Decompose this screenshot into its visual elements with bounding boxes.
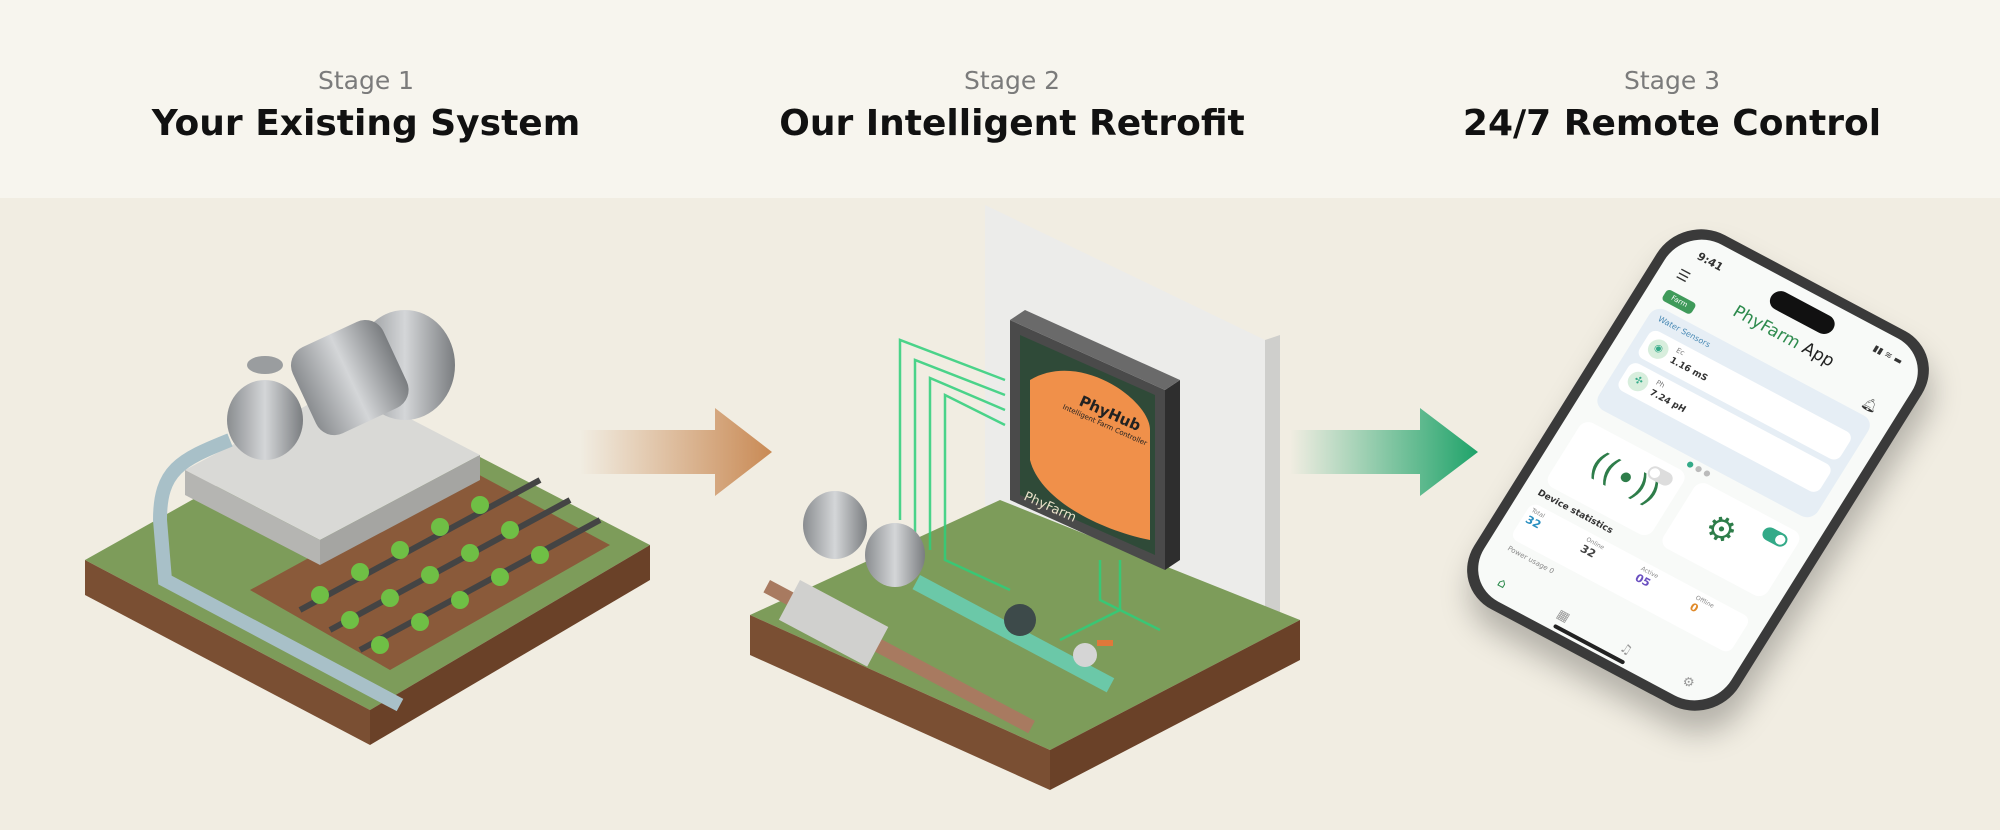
- stage-3-header: Stage 3 24/7 Remote Control: [1372, 66, 1972, 144]
- sensor-label: Ph: [1654, 378, 1667, 390]
- stage-1-header: Stage 1 Your Existing System: [66, 66, 666, 144]
- sensor-icon: ✣: [1623, 368, 1653, 395]
- power-value: 0: [1547, 566, 1556, 576]
- crop-plants: [311, 496, 549, 654]
- stage-label: Stage 1: [317, 66, 415, 95]
- sensor-value: 7.24 pH: [1647, 388, 1688, 416]
- pipe: [152, 433, 404, 712]
- retrofit-illustration: [750, 205, 1300, 790]
- calendar-icon[interactable]: ▦: [1553, 606, 1573, 626]
- stage-title: Our Intelligent Retrofit: [779, 103, 1245, 144]
- stage-label: Stage 3: [1623, 66, 1721, 95]
- stage-title: 24/7 Remote Control: [1462, 103, 1882, 144]
- arrow-right-icon: [580, 408, 772, 496]
- home-icon[interactable]: ⌂: [1494, 575, 1510, 593]
- stat-value: 32: [1522, 513, 1544, 532]
- settings-icon[interactable]: ⚙: [1679, 673, 1698, 692]
- wiring: [898, 338, 1161, 642]
- smart-valve: [1004, 604, 1036, 636]
- stage-label: Stage 2: [963, 66, 1061, 95]
- stat-value: 32: [1577, 542, 1599, 561]
- header-band: [0, 0, 2000, 198]
- stage-2-header: Stage 2 Our Intelligent Retrofit: [712, 66, 1312, 144]
- stat-value: 0: [1687, 600, 1701, 616]
- pump: [227, 380, 303, 460]
- existing-system-illustration: [85, 310, 650, 745]
- bell-icon[interactable]: 🔔︎: [1858, 395, 1881, 416]
- status-time: 9:41: [1694, 249, 1726, 274]
- pump: [865, 523, 925, 587]
- sensor-label: Ec: [1674, 346, 1687, 358]
- arrow-right-icon: [1290, 408, 1478, 496]
- device-toggle[interactable]: [1759, 524, 1791, 550]
- app-title-suffix: App: [1798, 338, 1839, 372]
- sensor-value: 1.16 mS: [1667, 355, 1710, 384]
- motor: [803, 491, 867, 559]
- stat-value: 05: [1632, 571, 1653, 590]
- sensor-icon: ◉: [1644, 335, 1673, 363]
- signal-wifi-battery-icon: ▮▮ ≋ ▬: [1870, 343, 1905, 368]
- pump-icon: ⚙: [1696, 505, 1746, 554]
- hamburger-menu-icon[interactable]: ☰: [1673, 266, 1693, 287]
- bell-icon[interactable]: ♫: [1616, 640, 1635, 659]
- stage-title: Your Existing System: [151, 103, 581, 144]
